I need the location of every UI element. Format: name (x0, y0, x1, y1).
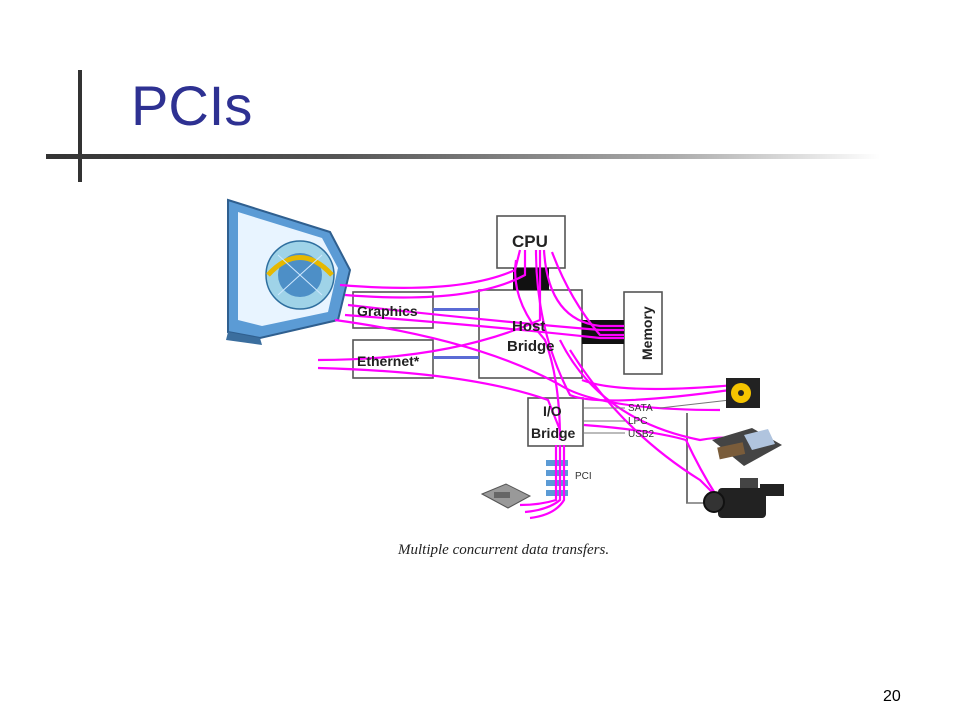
memory-box (623, 291, 663, 375)
io-bridge-label-line2: Bridge (531, 425, 576, 441)
io-bridge-box (527, 397, 584, 447)
sata-label: SATA (628, 403, 653, 414)
camcorder-icon (703, 478, 784, 518)
page-number: 20 (883, 688, 901, 705)
decor-vertical-rule (78, 70, 82, 182)
io-bridge-label-line1: I/O (543, 403, 562, 419)
monitor-icon (226, 198, 352, 345)
usb-label: USB2 (628, 429, 655, 440)
diagram-caption: Multiple concurrent data transfers. (397, 542, 609, 558)
lpc-label: LPC (628, 416, 647, 427)
disk-drive-icon (726, 378, 760, 408)
slide-title: PCIs (131, 74, 253, 137)
memory-label: Memory (639, 306, 655, 360)
graphics-label: Graphics (357, 303, 418, 319)
decor-horizontal-rule (46, 154, 880, 159)
pci-card-icon (480, 483, 532, 509)
host-bridge-label-line2: Bridge (507, 338, 555, 355)
pci-label: PCI (575, 471, 592, 482)
cpu-label: CPU (512, 232, 548, 251)
pda-device-icon (712, 428, 782, 466)
host-bridge-label-line1: Host (512, 318, 545, 335)
ethernet-label: Ethernet* (357, 353, 420, 369)
